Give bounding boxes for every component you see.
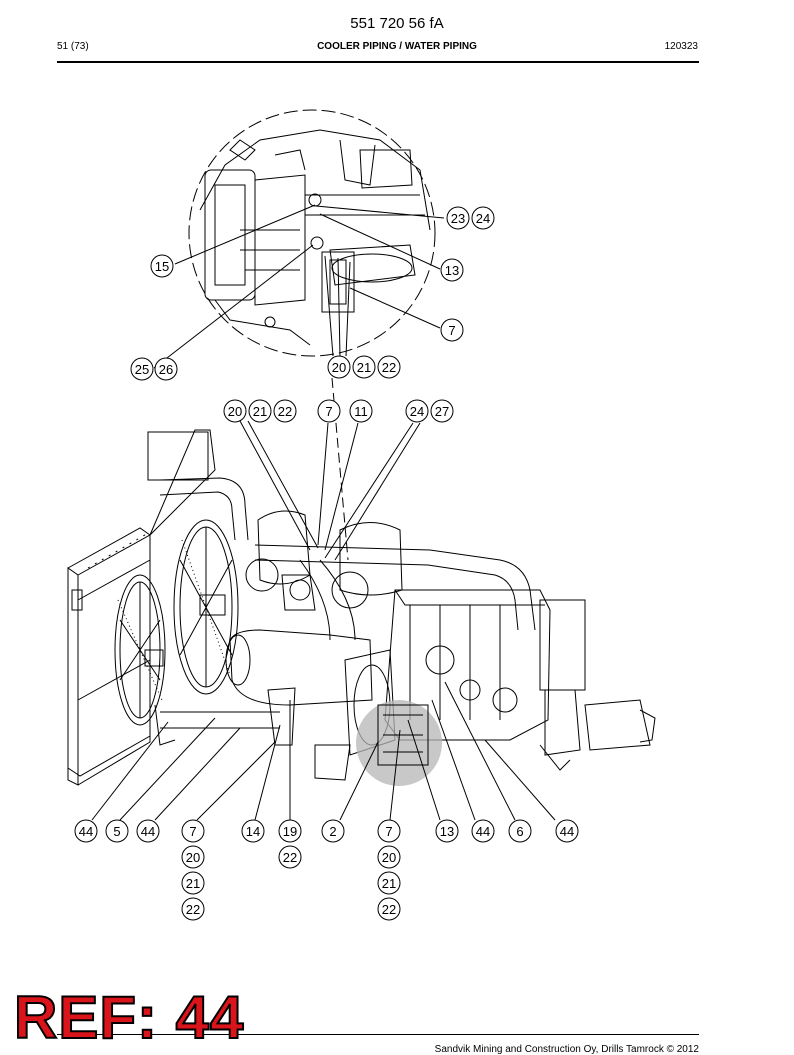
callout-bottom-20a: 20: [181, 845, 205, 869]
callout-bottom-44c: 44: [471, 819, 495, 843]
callout-26: 26: [154, 357, 178, 381]
svg-text:44: 44: [79, 824, 93, 839]
svg-text:20: 20: [228, 404, 242, 419]
callout-bottom-14: 14: [241, 819, 265, 843]
callout-detail-22: 22: [377, 355, 401, 379]
callout-7: 7: [440, 318, 464, 342]
engine-block: [314, 589, 656, 781]
callout-25: 25: [130, 357, 154, 381]
svg-text:26: 26: [159, 362, 173, 377]
page-number: 51 (73): [57, 41, 89, 52]
svg-text:15: 15: [155, 259, 169, 274]
svg-text:20: 20: [332, 360, 346, 375]
callout-bottom-21b: 21: [377, 871, 401, 895]
cooling-fans: [114, 519, 239, 726]
callout-top-27: 27: [430, 399, 454, 423]
callout-bottom-7a: 7: [181, 819, 205, 843]
svg-text:7: 7: [325, 404, 332, 419]
detail-view: [188, 109, 436, 357]
callout-bottom-7b: 7: [377, 819, 401, 843]
callout-bottom-19: 19: [278, 819, 302, 843]
svg-text:2: 2: [329, 824, 336, 839]
svg-text:25: 25: [135, 362, 149, 377]
callout-bottom-5: 5: [105, 819, 129, 843]
bottom-leaders: [91, 681, 556, 821]
section-title: COOLER PIPING / WATER PIPING: [317, 41, 477, 52]
svg-text:22: 22: [186, 902, 200, 917]
svg-text:11: 11: [354, 404, 368, 419]
callout-top-7: 7: [317, 399, 341, 423]
svg-text:44: 44: [141, 824, 155, 839]
svg-text:21: 21: [253, 404, 267, 419]
callout-15: 15: [150, 254, 174, 278]
svg-text:22: 22: [382, 902, 396, 917]
callout-top-22: 22: [273, 399, 297, 423]
callout-bottom-44b: 44: [136, 819, 160, 843]
svg-text:21: 21: [186, 876, 200, 891]
svg-text:6: 6: [516, 824, 523, 839]
pipes: [159, 477, 536, 729]
callout-detail-20: 20: [327, 355, 351, 379]
callout-24: 24: [471, 206, 495, 230]
frame-brackets: [154, 687, 571, 771]
callout-bottom-6: 6: [508, 819, 532, 843]
callout-bottom-13: 13: [435, 819, 459, 843]
svg-text:27: 27: [435, 404, 449, 419]
date-code: 120323: [664, 41, 698, 52]
callout-top-11: 11: [349, 399, 373, 423]
svg-text:22: 22: [278, 404, 292, 419]
callout-bottom-21a: 21: [181, 871, 205, 895]
water-pumps: [245, 510, 403, 611]
callout-top-21: 21: [248, 399, 272, 423]
callout-bottom-2: 2: [321, 819, 345, 843]
svg-text:21: 21: [357, 360, 371, 375]
svg-text:22: 22: [283, 850, 297, 865]
svg-text:7: 7: [189, 824, 196, 839]
callout-23: 23: [446, 206, 470, 230]
svg-text:5: 5: [113, 824, 120, 839]
top-leaders: [239, 420, 421, 561]
svg-text:21: 21: [382, 876, 396, 891]
svg-text:19: 19: [283, 824, 297, 839]
header-rule: [57, 61, 699, 63]
callout-13: 13: [440, 258, 464, 282]
callout-bottom-20b: 20: [377, 845, 401, 869]
callout-bottom-44a: 44: [74, 819, 98, 843]
svg-text:44: 44: [560, 824, 574, 839]
svg-text:14: 14: [246, 824, 260, 839]
svg-text:20: 20: [186, 850, 200, 865]
ref-stamp: REF: 44: [13, 983, 245, 1052]
svg-text:13: 13: [440, 824, 454, 839]
callout-bottom-44d: 44: [555, 819, 579, 843]
callout-detail-21: 21: [352, 355, 376, 379]
callout-bottom-22a: 22: [181, 897, 205, 921]
svg-text:7: 7: [385, 824, 392, 839]
svg-text:7: 7: [448, 323, 455, 338]
callout-bottom-22c: 22: [377, 897, 401, 921]
footer-rule: [57, 1034, 699, 1035]
svg-text:44: 44: [476, 824, 490, 839]
pump-outline: [377, 704, 429, 766]
callout-balloons: 23 24 15 13 7 25 26 20 21 22 20 21 22 7 …: [74, 206, 579, 921]
callout-top-24: 24: [405, 399, 429, 423]
svg-text:24: 24: [476, 211, 490, 226]
document-number: 551 720 56 fA: [350, 15, 444, 32]
svg-text:23: 23: [451, 211, 465, 226]
callout-top-20: 20: [223, 399, 247, 423]
svg-text:22: 22: [382, 360, 396, 375]
footer-copyright: Sandvik Mining and Construction Oy, Dril…: [434, 1044, 699, 1055]
svg-text:13: 13: [445, 263, 459, 278]
callout-bottom-22b: 22: [278, 845, 302, 869]
radiator-assembly: [67, 429, 216, 786]
svg-text:20: 20: [382, 850, 396, 865]
svg-text:24: 24: [410, 404, 424, 419]
